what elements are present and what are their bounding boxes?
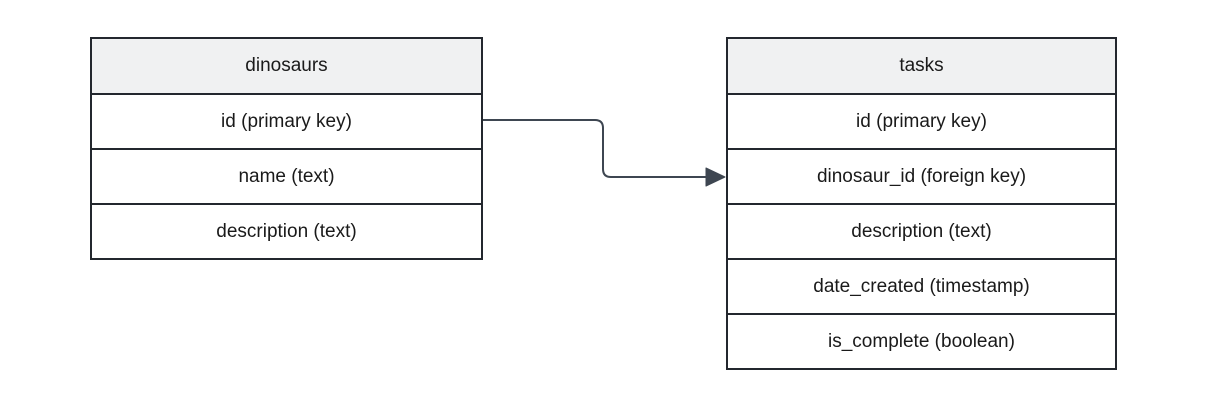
- field-label: name (text): [238, 165, 335, 187]
- field-label: id (primary key): [221, 110, 352, 132]
- table-header-tasks[interactable]: tasks: [728, 39, 1115, 93]
- connector-line[interactable]: [483, 119, 706, 178]
- table-title: dinosaurs: [245, 55, 328, 76]
- field-label: is_complete (boolean): [828, 330, 1015, 352]
- table-header-dinosaurs[interactable]: dinosaurs: [92, 39, 481, 93]
- entity-table-tasks[interactable]: tasks id (primary key) dinosaur_id (fore…: [726, 37, 1117, 370]
- field-label: description (text): [851, 220, 992, 242]
- field-label: date_created (timestamp): [813, 275, 1030, 297]
- table-row-tasks-description[interactable]: description (text): [728, 203, 1115, 258]
- entity-table-dinosaurs[interactable]: dinosaurs id (primary key) name (text) d…: [90, 37, 483, 260]
- table-row-tasks-id[interactable]: id (primary key): [728, 93, 1115, 148]
- field-label: id (primary key): [856, 110, 987, 132]
- field-label: dinosaur_id (foreign key): [816, 165, 1027, 187]
- table-row-tasks-date-created[interactable]: date_created (timestamp): [728, 258, 1115, 313]
- table-row-dinosaurs-description[interactable]: description (text): [92, 203, 481, 258]
- table-row-dinosaurs-name[interactable]: name (text): [92, 148, 481, 203]
- table-row-dinosaurs-id[interactable]: id (primary key): [92, 93, 481, 148]
- table-title: tasks: [899, 55, 944, 76]
- table-row-tasks-dinosaur-id[interactable]: dinosaur_id (foreign key): [728, 148, 1115, 203]
- table-row-tasks-is-complete[interactable]: is_complete (boolean): [728, 313, 1115, 368]
- connector-arrowhead-icon: [705, 167, 726, 187]
- field-label: description (text): [216, 220, 357, 242]
